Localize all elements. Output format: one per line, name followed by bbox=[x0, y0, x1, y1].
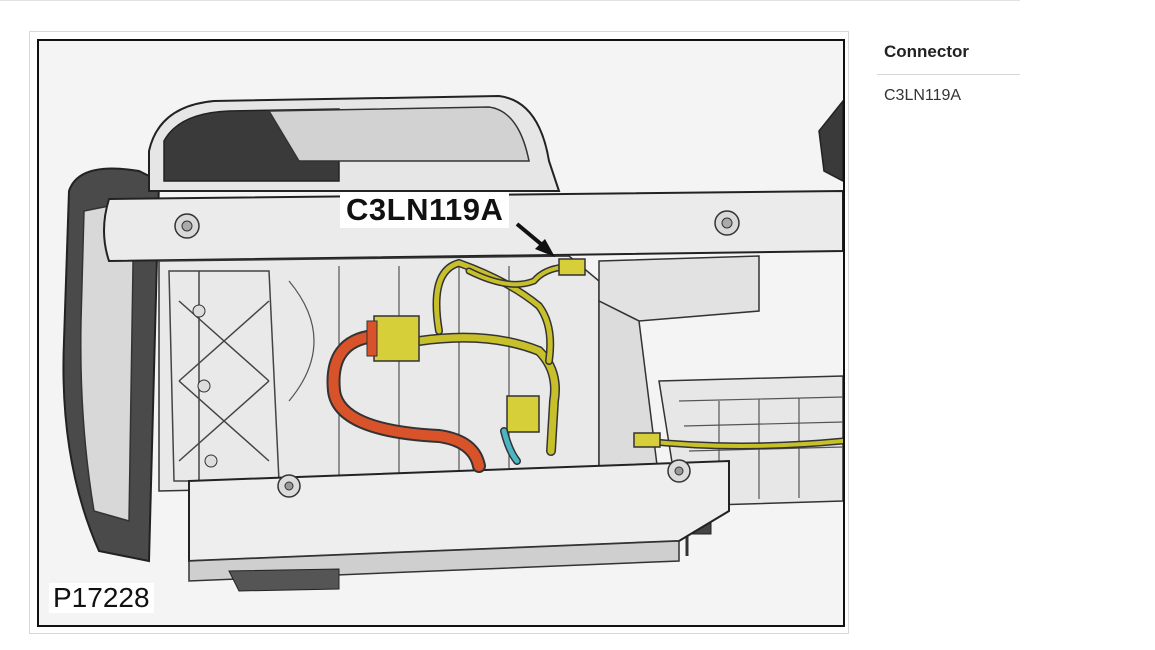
dashboard-diagram bbox=[62, 94, 843, 592]
panel-divider bbox=[877, 74, 1020, 75]
wiring-illustration bbox=[37, 39, 845, 627]
connector-callout-label: C3LN119A bbox=[340, 192, 510, 228]
figure-id-label: P17228 bbox=[49, 583, 154, 613]
top-divider bbox=[0, 0, 1020, 1]
connector-info-panel: Connector C3LN119A bbox=[877, 38, 1020, 105]
connector-value: C3LN119A bbox=[884, 87, 962, 104]
connector-heading: Connector bbox=[884, 42, 969, 61]
